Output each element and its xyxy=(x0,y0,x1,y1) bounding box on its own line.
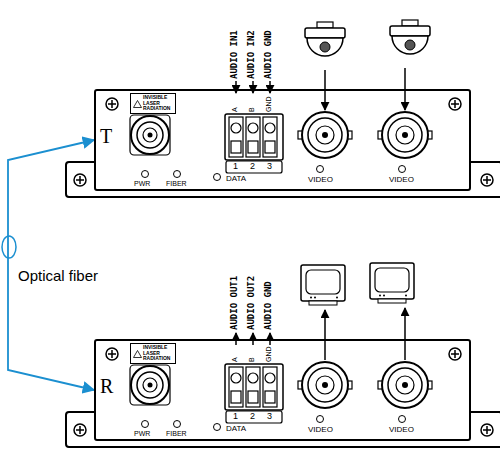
monitor-icon xyxy=(301,265,345,305)
warning-triangle xyxy=(133,100,142,108)
port-label: DATA xyxy=(226,175,246,183)
fiber-label: Optical fiber xyxy=(16,268,100,283)
receiver-panel: R INVISIBLE LASER RADIATION xyxy=(94,339,471,441)
camera-icon xyxy=(305,22,345,56)
pin-number: 2 xyxy=(250,412,255,421)
warning-text: INVISIBLE LASER RADIATION xyxy=(143,95,173,112)
led-label: PWR xyxy=(134,430,150,437)
signal-name: AUDIO GND xyxy=(264,30,273,79)
transmitter-panel: T INVISIBLE LASER RADIATION xyxy=(94,89,471,191)
signal-name: AUDIO IN1 xyxy=(230,30,239,79)
port-label: VIDEO xyxy=(389,426,414,434)
pin-name: GND xyxy=(265,96,272,112)
pin-name: B xyxy=(248,357,255,362)
optical-fiber xyxy=(8,140,94,390)
signal-name: AUDIO GND xyxy=(264,281,273,330)
port-label: DATA xyxy=(226,425,246,433)
signal-name: AUDIO OUT1 xyxy=(230,276,239,330)
audio-arrow xyxy=(269,81,271,93)
pin-name: A xyxy=(231,107,238,112)
camera-icon xyxy=(390,20,430,54)
pin-number: 2 xyxy=(250,162,255,171)
video-arrow xyxy=(324,310,326,360)
unit-letter: T xyxy=(100,125,112,147)
pin-name: GND xyxy=(265,346,272,362)
led-label: PWR xyxy=(134,180,150,187)
led-label: FIBER xyxy=(166,180,187,187)
pin-number: 1 xyxy=(233,162,238,171)
monitor-icon xyxy=(370,263,414,303)
unit-letter: R xyxy=(100,375,113,397)
laser-warning-label: INVISIBLE LASER RADIATION xyxy=(130,343,176,364)
fiber-loop xyxy=(2,236,16,258)
warning-triangle xyxy=(133,350,142,358)
pin-name: B xyxy=(248,107,255,112)
signal-name: AUDIO IN2 xyxy=(247,30,256,79)
laser-warning-label: INVISIBLE LASER RADIATION xyxy=(130,93,176,114)
pin-number: 1 xyxy=(233,412,238,421)
pin-number: 3 xyxy=(267,412,272,421)
warning-text: INVISIBLE LASER RADIATION xyxy=(143,345,173,362)
port-label: VIDEO xyxy=(308,176,333,184)
pin-number: 3 xyxy=(267,162,272,171)
pin-name: A xyxy=(231,357,238,362)
audio-arrow xyxy=(235,81,237,93)
port-label: VIDEO xyxy=(389,176,414,184)
receiver-unit xyxy=(66,340,500,447)
audio-arrow xyxy=(252,81,254,93)
transmitter-unit xyxy=(66,90,500,197)
led-label: FIBER xyxy=(166,430,187,437)
port-label: VIDEO xyxy=(308,426,333,434)
video-arrow xyxy=(404,308,406,360)
signal-name: AUDIO OUT2 xyxy=(247,276,256,330)
